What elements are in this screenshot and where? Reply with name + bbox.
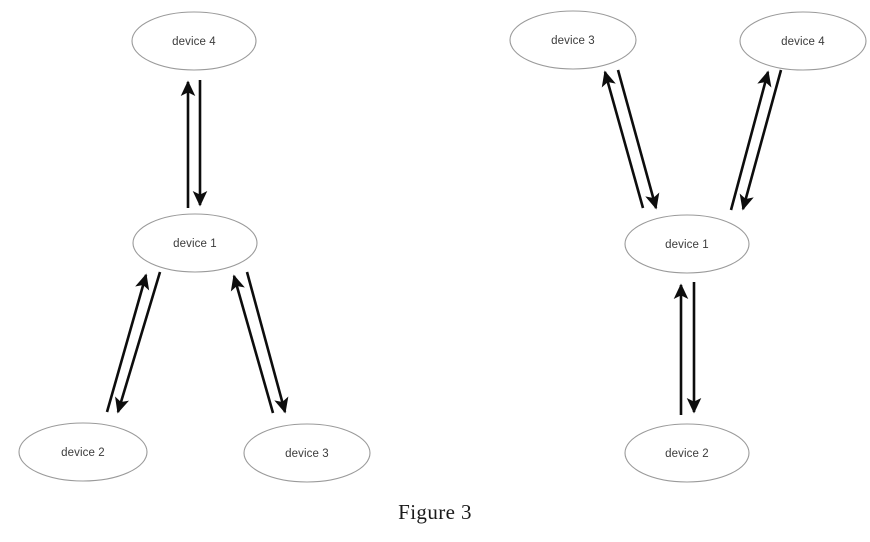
arrow-left-device2-to-device1: [105, 273, 150, 413]
node-right-device-4[interactable]: device 4: [739, 11, 867, 71]
node-label: device 4: [172, 36, 216, 48]
node-label: device 4: [781, 36, 825, 48]
node-label: device 1: [173, 238, 217, 250]
link-left-device1-device3: [230, 271, 289, 414]
arrow-right-device4-to-device1: [739, 69, 783, 211]
arrow-right-device1-to-device4: [729, 70, 772, 211]
node-ellipse[interactable]: [509, 10, 637, 70]
figure-caption: Figure 3: [398, 500, 472, 524]
node-label: device 3: [285, 448, 329, 460]
arrow-right-device3-to-device1: [616, 69, 660, 210]
link-right-device1-device3: [601, 69, 660, 210]
node-left-device-4[interactable]: device 4: [131, 11, 257, 71]
node-label: device 1: [665, 239, 709, 251]
right-topology-group: device 3 device 4 device 1 device 2: [509, 10, 867, 483]
link-left-device1-device2: [105, 271, 162, 414]
arrow-left-device3-to-device1: [230, 274, 275, 414]
node-ellipse[interactable]: [18, 422, 148, 482]
node-ellipse[interactable]: [132, 213, 258, 273]
link-right-device1-device2: [673, 282, 702, 415]
node-ellipse[interactable]: [739, 11, 867, 71]
arrow-left-device1-to-device2: [115, 271, 162, 414]
node-ellipse[interactable]: [131, 11, 257, 71]
node-label: device 3: [551, 35, 595, 47]
link-right-device1-device4: [729, 69, 783, 211]
left-topology-group: device 4 device 1 device 2 device 3: [18, 11, 371, 483]
node-label: device 2: [61, 447, 105, 459]
node-left-device-3[interactable]: device 3: [243, 423, 371, 483]
link-left-device1-device4: [180, 80, 208, 208]
node-right-device-3[interactable]: device 3: [509, 10, 637, 70]
node-ellipse[interactable]: [624, 214, 750, 274]
node-left-device-1[interactable]: device 1: [132, 213, 258, 273]
node-ellipse[interactable]: [624, 423, 750, 483]
arrow-right-device1-to-device3: [601, 70, 645, 209]
node-left-device-2[interactable]: device 2: [18, 422, 148, 482]
node-right-device-1[interactable]: device 1: [624, 214, 750, 274]
node-label: device 2: [665, 448, 709, 460]
node-right-device-2[interactable]: device 2: [624, 423, 750, 483]
node-ellipse[interactable]: [243, 423, 371, 483]
arrow-left-device1-to-device3: [245, 271, 289, 414]
